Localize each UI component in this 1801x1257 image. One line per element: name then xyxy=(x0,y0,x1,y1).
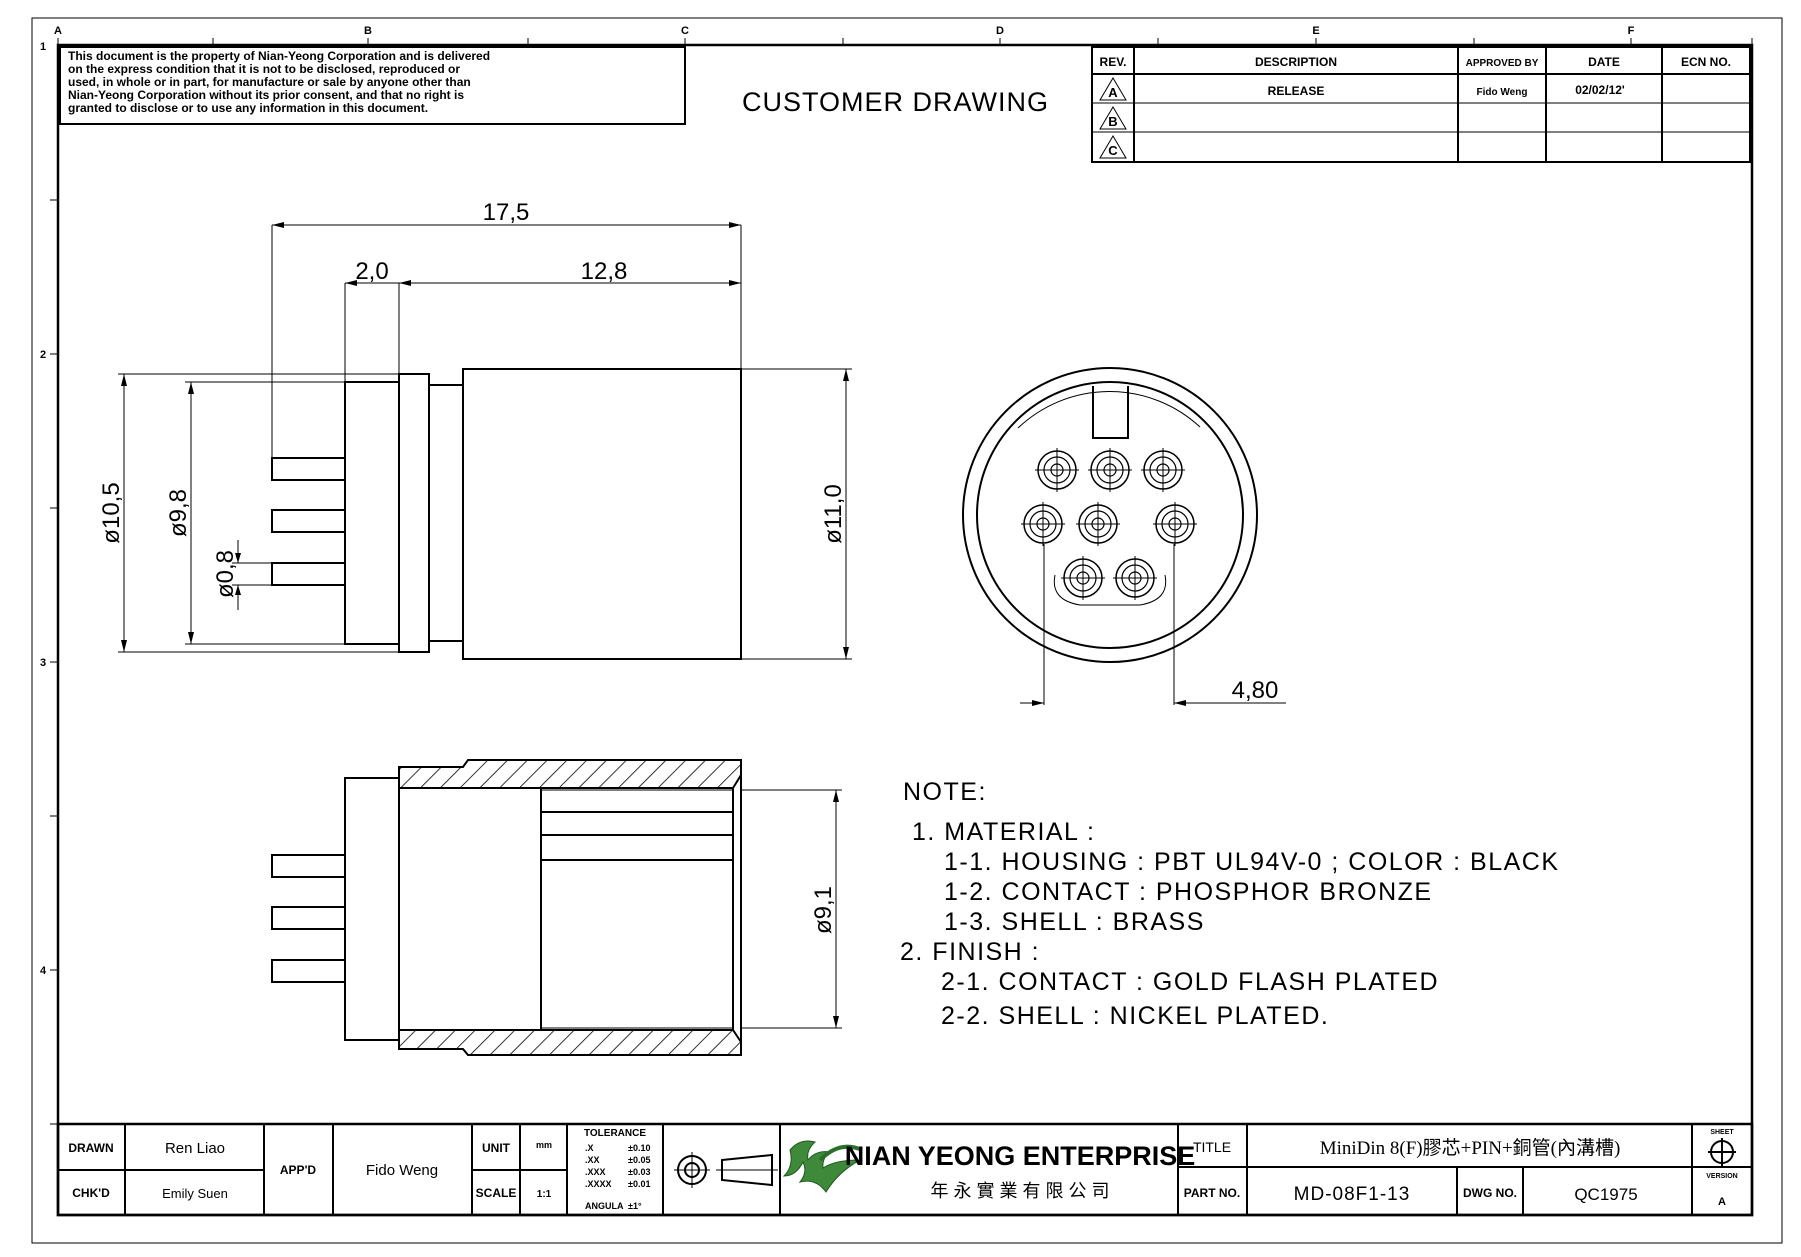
zone-col-d: D xyxy=(996,25,1004,37)
title-block xyxy=(56,1122,1754,1217)
part-no-value: MD-08F1-13 xyxy=(1294,1184,1411,1205)
pin-contact-3 xyxy=(1141,448,1185,492)
appd-label: APP'D xyxy=(280,1163,317,1177)
title-value: MiniDin 8(F)膠芯+PIN+銅管(內溝槽) xyxy=(1320,1137,1621,1159)
rev-c: C xyxy=(1108,143,1118,158)
appd-value: Fido Weng xyxy=(366,1162,438,1179)
notice-box xyxy=(59,46,686,125)
rev-triangles xyxy=(1099,77,1127,159)
zone-row-2: 2 xyxy=(40,349,46,361)
title-label: TITLE xyxy=(1193,1139,1231,1155)
zone-row-3: 3 xyxy=(40,657,46,669)
notice-line-4: Nian-Yeong Corporation without its prior… xyxy=(68,88,464,102)
projection-symbol xyxy=(674,1152,778,1188)
pin-contact-2 xyxy=(1088,448,1132,492)
dim-10-5: ø10,5 xyxy=(98,482,125,543)
dim-12-8: 12,8 xyxy=(581,258,628,285)
dwg-no-value: QC1975 xyxy=(1574,1185,1637,1204)
pin-contact-4 xyxy=(1021,502,1065,546)
drawn-label: DRAWN xyxy=(68,1141,113,1155)
revision-table: REV. DESCRIPTION APPROVED BY DATE ECN NO… xyxy=(1091,46,1751,163)
part-no-label: PART NO. xyxy=(1184,1186,1240,1200)
notice-line-5: granted to disclose or to use any inform… xyxy=(68,101,428,115)
dim-0-8: ø0,8 xyxy=(212,550,239,598)
company-logo-icon xyxy=(782,1140,863,1193)
sheet-label: SHEET xyxy=(1710,1129,1734,1136)
rev-header-approved: APPROVED BY xyxy=(1466,58,1539,69)
zone-col-f: F xyxy=(1628,25,1635,37)
customer-drawing-label: CUSTOMER DRAWING xyxy=(742,87,1049,117)
dim-9-1: ø9,1 xyxy=(810,886,837,934)
dim-4-80: 4,80 xyxy=(1232,677,1279,704)
unit-value: mm xyxy=(536,1140,552,1150)
pin-contact-7 xyxy=(1061,556,1105,600)
outer-frame xyxy=(31,17,1783,1244)
note-line-6: 2-1. CONTACT : GOLD FLASH PLATED xyxy=(941,968,1439,996)
pin-contact-6 xyxy=(1153,502,1197,546)
tol-key-3: .XXX xyxy=(585,1167,606,1177)
tol-val-3: ±0.03 xyxy=(628,1167,650,1177)
rev-header-ecn: ECN NO. xyxy=(1681,55,1731,69)
tolerance-title: TOLERANCE xyxy=(584,1128,646,1139)
pin-contact-1 xyxy=(1035,448,1079,492)
notice-line-1: This document is the property of Nian-Ye… xyxy=(68,49,490,63)
tol-val-1: ±0.10 xyxy=(628,1143,650,1153)
dwg-no-label: DWG NO. xyxy=(1463,1186,1517,1200)
note-line-3: 1-2. CONTACT : PHOSPHOR BRONZE xyxy=(944,878,1433,906)
note-line-7: 2-2. SHELL : NICKEL PLATED. xyxy=(941,1002,1329,1030)
zone-col-b: B xyxy=(364,25,372,37)
tol-key-1: .X xyxy=(585,1143,594,1153)
tol-key-2: .XX xyxy=(585,1155,600,1165)
rev-b: B xyxy=(1108,114,1117,129)
notes-title: NOTE: xyxy=(903,778,987,806)
zone-col-e: E xyxy=(1312,25,1319,37)
zone-ticks xyxy=(50,38,1753,1125)
zone-col-a: A xyxy=(54,25,62,37)
note-line-4: 1-3. SHELL : BRASS xyxy=(944,908,1205,936)
zone-col-c: C xyxy=(681,25,689,37)
sheet-symbol-icon xyxy=(1708,1138,1736,1166)
note-line-2: 1-1. HOUSING : PBT UL94V-0 ; COLOR : BLA… xyxy=(944,848,1560,876)
pin-contact-5 xyxy=(1076,502,1120,546)
rev-header-date: DATE xyxy=(1588,55,1620,69)
pin-contact-8 xyxy=(1113,556,1157,600)
chkd-value: Emily Suen xyxy=(162,1186,228,1201)
inner-frame xyxy=(56,43,1754,1217)
pin-contacts xyxy=(1021,448,1197,600)
dim-2-0: 2,0 xyxy=(355,258,388,285)
version-label: VERSION xyxy=(1706,1173,1738,1180)
scale-value: 1:1 xyxy=(537,1189,552,1200)
scale-label: SCALE xyxy=(476,1186,517,1200)
note-line-5: 2. FINISH : xyxy=(900,938,1040,966)
rev-a-approved: Fido Weng xyxy=(1477,87,1528,98)
rev-header-description: DESCRIPTION xyxy=(1255,55,1337,69)
company-name: NIAN YEONG ENTERPRISE xyxy=(845,1141,1196,1171)
dim-17-5: 17,5 xyxy=(483,199,530,226)
drawn-value: Ren Liao xyxy=(165,1140,225,1157)
tol-val-4: ±0.01 xyxy=(628,1179,650,1189)
version-value: A xyxy=(1718,1196,1726,1208)
zone-row-1: 1 xyxy=(40,41,46,53)
company-chinese: 年 永 實 業 有 限 公 司 xyxy=(930,1181,1109,1201)
front-view xyxy=(962,367,1286,706)
tol-key-5: ANGULA xyxy=(585,1201,624,1211)
section-view xyxy=(271,759,842,1056)
rev-a-date: 02/02/12' xyxy=(1575,83,1625,97)
rev-a: A xyxy=(1108,85,1118,100)
chkd-label: CHK'D xyxy=(72,1186,110,1200)
tol-val-5: ±1° xyxy=(628,1201,642,1211)
zone-row-4: 4 xyxy=(40,965,47,977)
side-view xyxy=(118,222,852,660)
tol-val-2: ±0.05 xyxy=(628,1155,650,1165)
note-line-1: 1. MATERIAL : xyxy=(912,818,1095,846)
tol-key-4: .XXXX xyxy=(585,1179,612,1189)
notice-line-3: used, in whole or in part, for manufactu… xyxy=(68,75,471,89)
dim-11-0: ø11,0 xyxy=(820,484,847,544)
unit-label: UNIT xyxy=(482,1141,511,1155)
dim-9-8: ø9,8 xyxy=(165,489,192,537)
rev-a-description: RELEASE xyxy=(1268,84,1325,98)
rev-header-rev: REV. xyxy=(1100,55,1127,69)
notice-line-2: on the express condition that it is not … xyxy=(68,62,460,76)
